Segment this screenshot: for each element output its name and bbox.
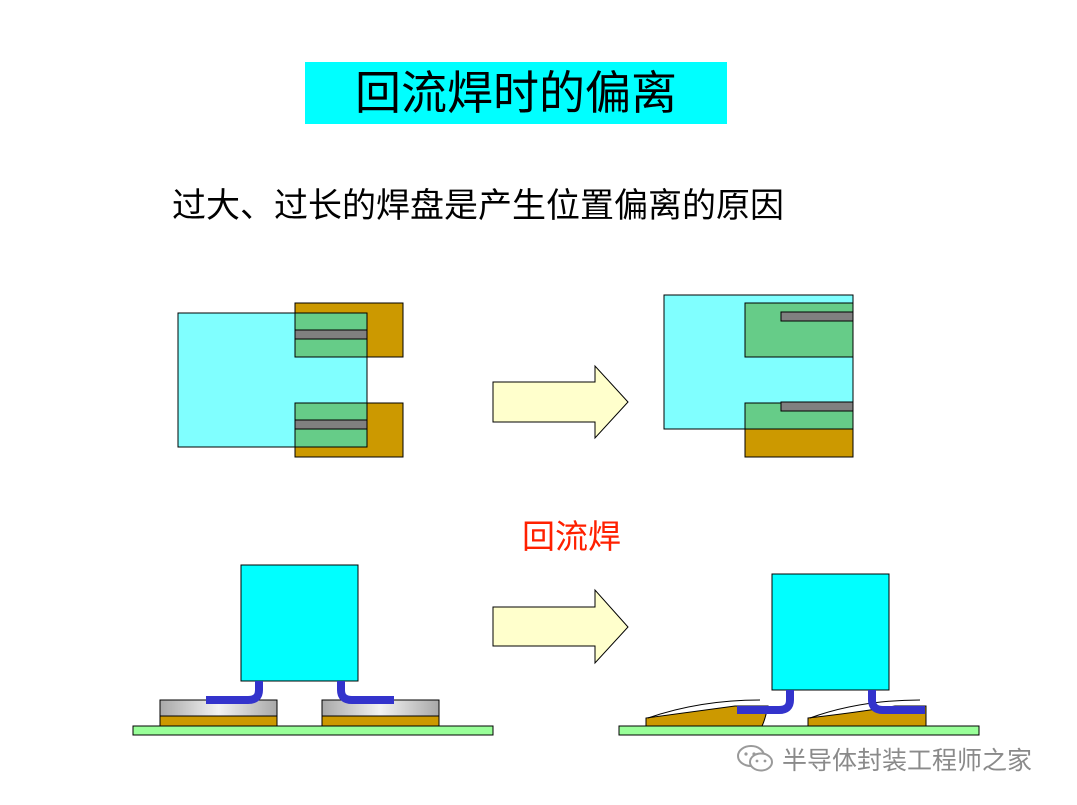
copper-pad-left (159, 715, 278, 727)
top-before-group (177, 302, 404, 458)
process-label: 回流焊 (522, 517, 621, 556)
wechat-icon (737, 745, 773, 772)
pcb-board-after (618, 725, 980, 736)
top-after-group (663, 294, 854, 458)
overlap-upper-after (744, 302, 854, 358)
lead-upper-after (780, 311, 854, 322)
lead-right-after (868, 690, 925, 714)
right-arrow-icon (492, 364, 629, 440)
bottom-before-group (132, 564, 494, 736)
lead-lower (294, 419, 368, 430)
bottom-after-group (618, 573, 980, 736)
title-banner: 回流焊时的偏离 (305, 62, 727, 124)
component-side-view (240, 564, 359, 682)
subtitle: 过大、过长的焊盘是产生位置偏离的原因 (172, 186, 784, 226)
lead-left (206, 681, 263, 704)
component-side-view-after (771, 573, 890, 691)
watermark: 半导体封装工程师之家 (736, 742, 1032, 776)
solder-edge-right (809, 699, 921, 719)
lead-right (337, 681, 394, 704)
right-arrow-icon (492, 588, 629, 665)
lead-lower-after (780, 401, 854, 412)
watermark-text: 半导体封装工程师之家 (782, 746, 1033, 775)
page-title: 回流焊时的偏离 (355, 66, 677, 120)
lead-upper (294, 329, 368, 340)
solder-edge-left (647, 699, 761, 719)
copper-pad-right (321, 715, 440, 727)
pcb-board (132, 725, 494, 736)
lead-left-after (737, 690, 794, 714)
